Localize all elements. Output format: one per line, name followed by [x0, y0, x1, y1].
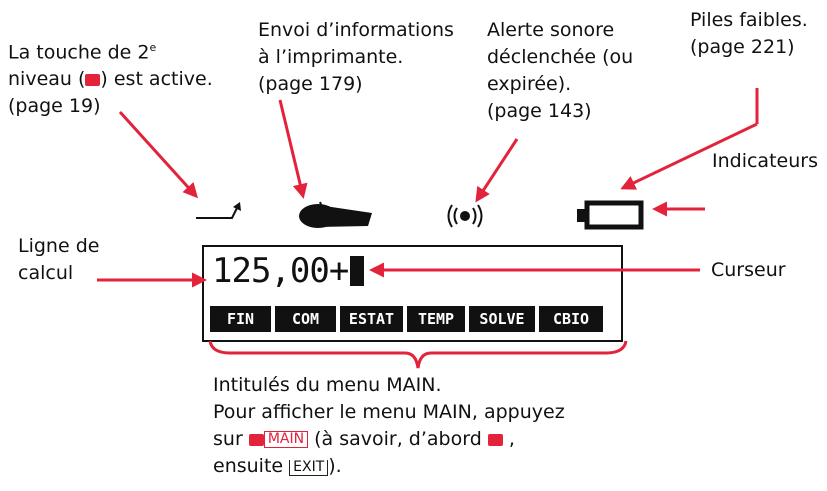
menu-bar: FIN COM ESTAT TEMP SOLVE CBIO [210, 306, 603, 332]
menu-key-com[interactable]: COM [275, 306, 336, 332]
main-key-icon: MAIN [263, 431, 309, 448]
calc-line-label: Ligne de calcul [18, 235, 100, 284]
menu-brace [208, 340, 628, 369]
menu-key-cbio[interactable]: CBIO [539, 306, 603, 332]
cursor-block [350, 256, 365, 286]
shift-key-icon [85, 74, 101, 87]
battery-label: Piles faibles. (page 221) [690, 9, 808, 58]
menu-caption: Intitulés du menu MAIN. Pour afficher le… [213, 374, 565, 477]
arrow-to-printer [278, 99, 308, 199]
shift-key-icon [248, 434, 264, 446]
menu-key-solve[interactable]: SOLVE [469, 306, 535, 332]
pointer-arrows [97, 88, 759, 288]
second-level-label: La touche de 2e niveau () est active. (p… [8, 41, 213, 118]
alarm-label: Alerte sonore déclenchée (ou expirée). (… [487, 19, 634, 122]
cursor-label: Curseur [711, 259, 786, 281]
shift-arrow-icon [196, 202, 241, 219]
calculator-display: 125,00+ FIN COM ESTAT TEMP SOLVE CBIO [202, 245, 623, 342]
calc-line: 125,00+ [212, 249, 365, 293]
shift-key-icon [487, 434, 503, 446]
arrow-to-battery [620, 122, 758, 190]
menu-key-fin[interactable]: FIN [210, 306, 271, 332]
arrow-to-alarm [475, 138, 519, 203]
indicators-label: Indicateurs [712, 150, 818, 172]
alarm-icon [447, 204, 483, 228]
printer-label: Envoi d’informations à l’imprimante. (pa… [258, 19, 454, 95]
menu-key-temp[interactable]: TEMP [407, 306, 465, 332]
printer-icon [299, 201, 372, 228]
exit-key-icon: EXIT [289, 460, 329, 476]
menu-key-estat[interactable]: ESTAT [340, 306, 403, 332]
arrow-to-shift [118, 110, 199, 199]
low-battery-icon [577, 200, 644, 230]
